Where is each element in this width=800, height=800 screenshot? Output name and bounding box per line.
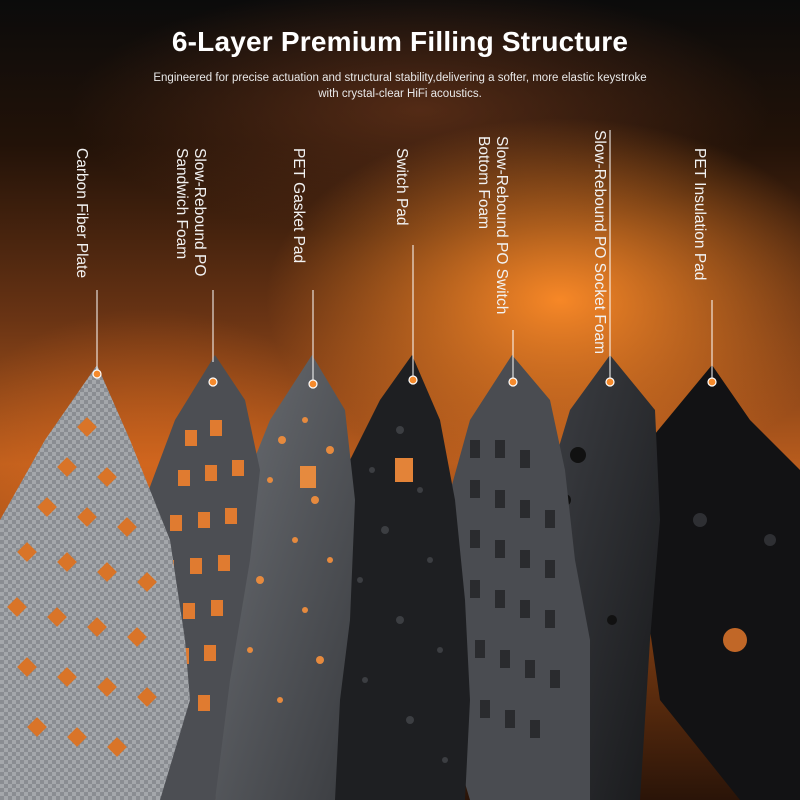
layer-panel-pet-insulation bbox=[640, 365, 800, 800]
label-switch-bottom-foam: Slow-Rebound PO Switch Bottom Foam bbox=[475, 136, 510, 315]
label-pet-gasket-pad: PET Gasket Pad bbox=[290, 148, 307, 264]
leader-lines bbox=[96, 130, 713, 382]
leader-dot-pet-insulation-pad bbox=[707, 377, 717, 387]
leader-dot-pet-gasket-pad bbox=[308, 379, 318, 389]
leader-dot-sandwich-foam bbox=[208, 377, 218, 387]
leader-dot-carbon-fiber-plate bbox=[92, 369, 102, 379]
label-carbon-fiber-plate: Carbon Fiber Plate bbox=[73, 148, 90, 279]
layer-panel-pet-gasket bbox=[215, 355, 355, 800]
page-subtitle: Engineered for precise actuation and str… bbox=[153, 72, 647, 100]
layer-panel-switch-bottom-foam bbox=[440, 355, 590, 800]
leader-dot-switch-pad bbox=[408, 375, 418, 385]
layer-panel-carbon-fiber bbox=[0, 365, 190, 800]
layer-panel-switch-pad bbox=[330, 355, 470, 800]
label-sandwich-foam: Slow-Rebound PO Sandwich Foam bbox=[173, 148, 208, 277]
leader-dot-socket-foam bbox=[605, 377, 615, 387]
leader-dot-switch-bottom-foam bbox=[508, 377, 518, 387]
label-pet-insulation-pad: PET Insulation Pad bbox=[691, 148, 708, 281]
page-title: 6-Layer Premium Filling Structure bbox=[171, 26, 629, 57]
label-switch-pad: Switch Pad bbox=[393, 148, 410, 226]
label-socket-foam: Slow-Rebound PO Socket Foam bbox=[591, 130, 608, 354]
